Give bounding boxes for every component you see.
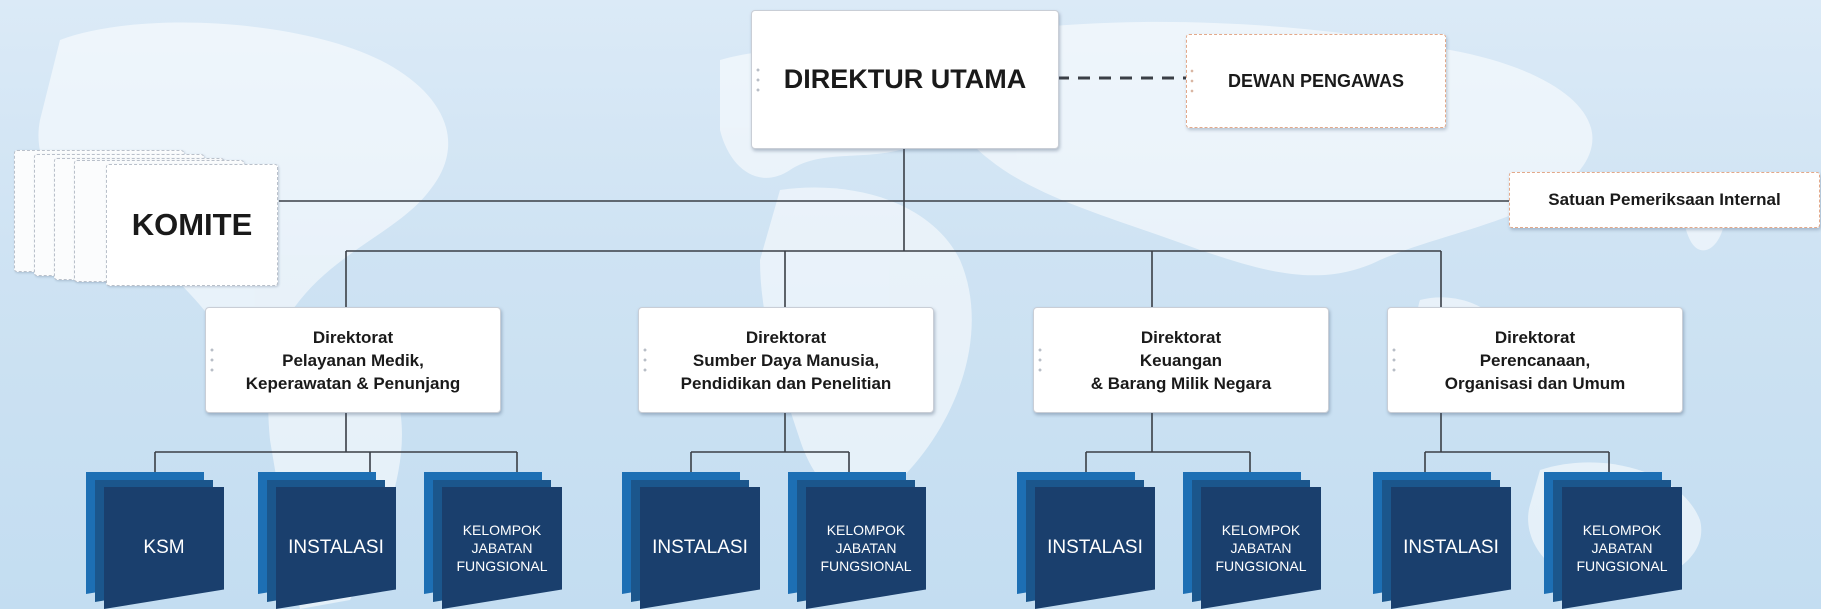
unit-page-front: INSTALASI bbox=[276, 487, 396, 609]
komite-box: KOMITE bbox=[106, 164, 278, 286]
unit-kelompok-jabatan-fungsional: KELOMPOK JABATAN FUNGSIONAL bbox=[1183, 472, 1321, 609]
unit-label-line: JABATAN bbox=[1230, 540, 1292, 556]
unit-label-line: KELOMPOK bbox=[826, 522, 906, 538]
directorate-line: Pendidikan dan Penelitian bbox=[680, 373, 892, 393]
dewan-pengawas-box: DEWAN PENGAWAS bbox=[1186, 34, 1446, 128]
grip-dots-icon bbox=[210, 345, 214, 375]
satuan-pemeriksaan-internal-label: Satuan Pemeriksaan Internal bbox=[1548, 190, 1781, 209]
unit-page-front: INSTALASI bbox=[1391, 487, 1511, 609]
grip-dots-icon bbox=[643, 345, 647, 375]
unit-label-line: FUNGSIONAL bbox=[820, 558, 912, 574]
directorate-box: Direktorat Sumber Daya Manusia, Pendidik… bbox=[638, 307, 934, 413]
directorate-line: Pelayanan Medik, bbox=[282, 350, 424, 370]
unit-label-line: KELOMPOK bbox=[462, 522, 542, 538]
unit-label-line: KELOMPOK bbox=[1221, 522, 1301, 538]
unit-page-front: KELOMPOK JABATAN FUNGSIONAL bbox=[806, 487, 926, 609]
unit-label-line: KELOMPOK bbox=[1582, 522, 1662, 538]
directorate-line: & Barang Milik Negara bbox=[1090, 373, 1272, 393]
directorate-line: Direktorat bbox=[745, 327, 827, 347]
unit-label: INSTALASI bbox=[288, 537, 384, 558]
unit-instalasi: INSTALASI bbox=[1017, 472, 1155, 609]
directorate-box: Direktorat Keuangan & Barang Milik Negar… bbox=[1033, 307, 1329, 413]
unit-label: INSTALASI bbox=[652, 537, 748, 558]
direktur-utama-box: DIREKTUR UTAMA bbox=[751, 10, 1059, 149]
grip-dots-icon bbox=[756, 64, 760, 95]
unit-label: KSM bbox=[143, 537, 185, 558]
unit-label-line: FUNGSIONAL bbox=[1576, 558, 1668, 574]
unit-page-front: INSTALASI bbox=[1035, 487, 1155, 609]
unit-label: INSTALASI bbox=[1403, 537, 1499, 558]
directorate-line: Keuangan bbox=[1139, 350, 1223, 370]
unit-ksm: KSM bbox=[86, 472, 224, 609]
unit-instalasi: INSTALASI bbox=[258, 472, 396, 609]
grip-dots-icon bbox=[1038, 345, 1042, 375]
unit-kelompok-jabatan-fungsional: KELOMPOK JABATAN FUNGSIONAL bbox=[788, 472, 926, 609]
unit-label: INSTALASI bbox=[1047, 537, 1143, 558]
directorate-line: Direktorat bbox=[1494, 327, 1576, 347]
satuan-pemeriksaan-internal-box: Satuan Pemeriksaan Internal bbox=[1509, 172, 1820, 228]
directorate-line: Organisasi dan Umum bbox=[1444, 373, 1626, 393]
unit-label-line: FUNGSIONAL bbox=[456, 558, 548, 574]
unit-page-front: KSM bbox=[104, 487, 224, 609]
directorate-line: Keperawatan & Penunjang bbox=[245, 373, 461, 393]
unit-label-line: JABATAN bbox=[471, 540, 533, 556]
grip-dots-icon bbox=[1392, 345, 1396, 375]
grip-dots-icon bbox=[1190, 66, 1194, 96]
directorate-box: Direktorat Pelayanan Medik, Keperawatan … bbox=[205, 307, 501, 413]
unit-kelompok-jabatan-fungsional: KELOMPOK JABATAN FUNGSIONAL bbox=[424, 472, 562, 609]
komite-stack: KOMITE bbox=[14, 150, 279, 286]
directorate-line: Direktorat bbox=[1140, 327, 1222, 347]
unit-kelompok-jabatan-fungsional: KELOMPOK JABATAN FUNGSIONAL bbox=[1544, 472, 1682, 609]
directorate-line: Direktorat bbox=[312, 327, 394, 347]
directorate-line: Perencanaan, bbox=[1479, 350, 1591, 370]
dewan-pengawas-label: DEWAN PENGAWAS bbox=[1227, 70, 1405, 91]
unit-page-front: KELOMPOK JABATAN FUNGSIONAL bbox=[1201, 487, 1321, 609]
unit-label-line: JABATAN bbox=[835, 540, 897, 556]
unit-page-front: KELOMPOK JABATAN FUNGSIONAL bbox=[442, 487, 562, 609]
komite-label: KOMITE bbox=[131, 207, 253, 242]
directorate-line: Sumber Daya Manusia, bbox=[692, 350, 880, 370]
unit-label-line: JABATAN bbox=[1591, 540, 1653, 556]
unit-instalasi: INSTALASI bbox=[622, 472, 760, 609]
unit-instalasi: INSTALASI bbox=[1373, 472, 1511, 609]
unit-label-line: FUNGSIONAL bbox=[1215, 558, 1307, 574]
unit-page-front: KELOMPOK JABATAN FUNGSIONAL bbox=[1562, 487, 1682, 609]
unit-page-front: INSTALASI bbox=[640, 487, 760, 609]
direktur-utama-label: DIREKTUR UTAMA bbox=[783, 64, 1027, 94]
directorate-box: Direktorat Perencanaan, Organisasi dan U… bbox=[1387, 307, 1683, 413]
